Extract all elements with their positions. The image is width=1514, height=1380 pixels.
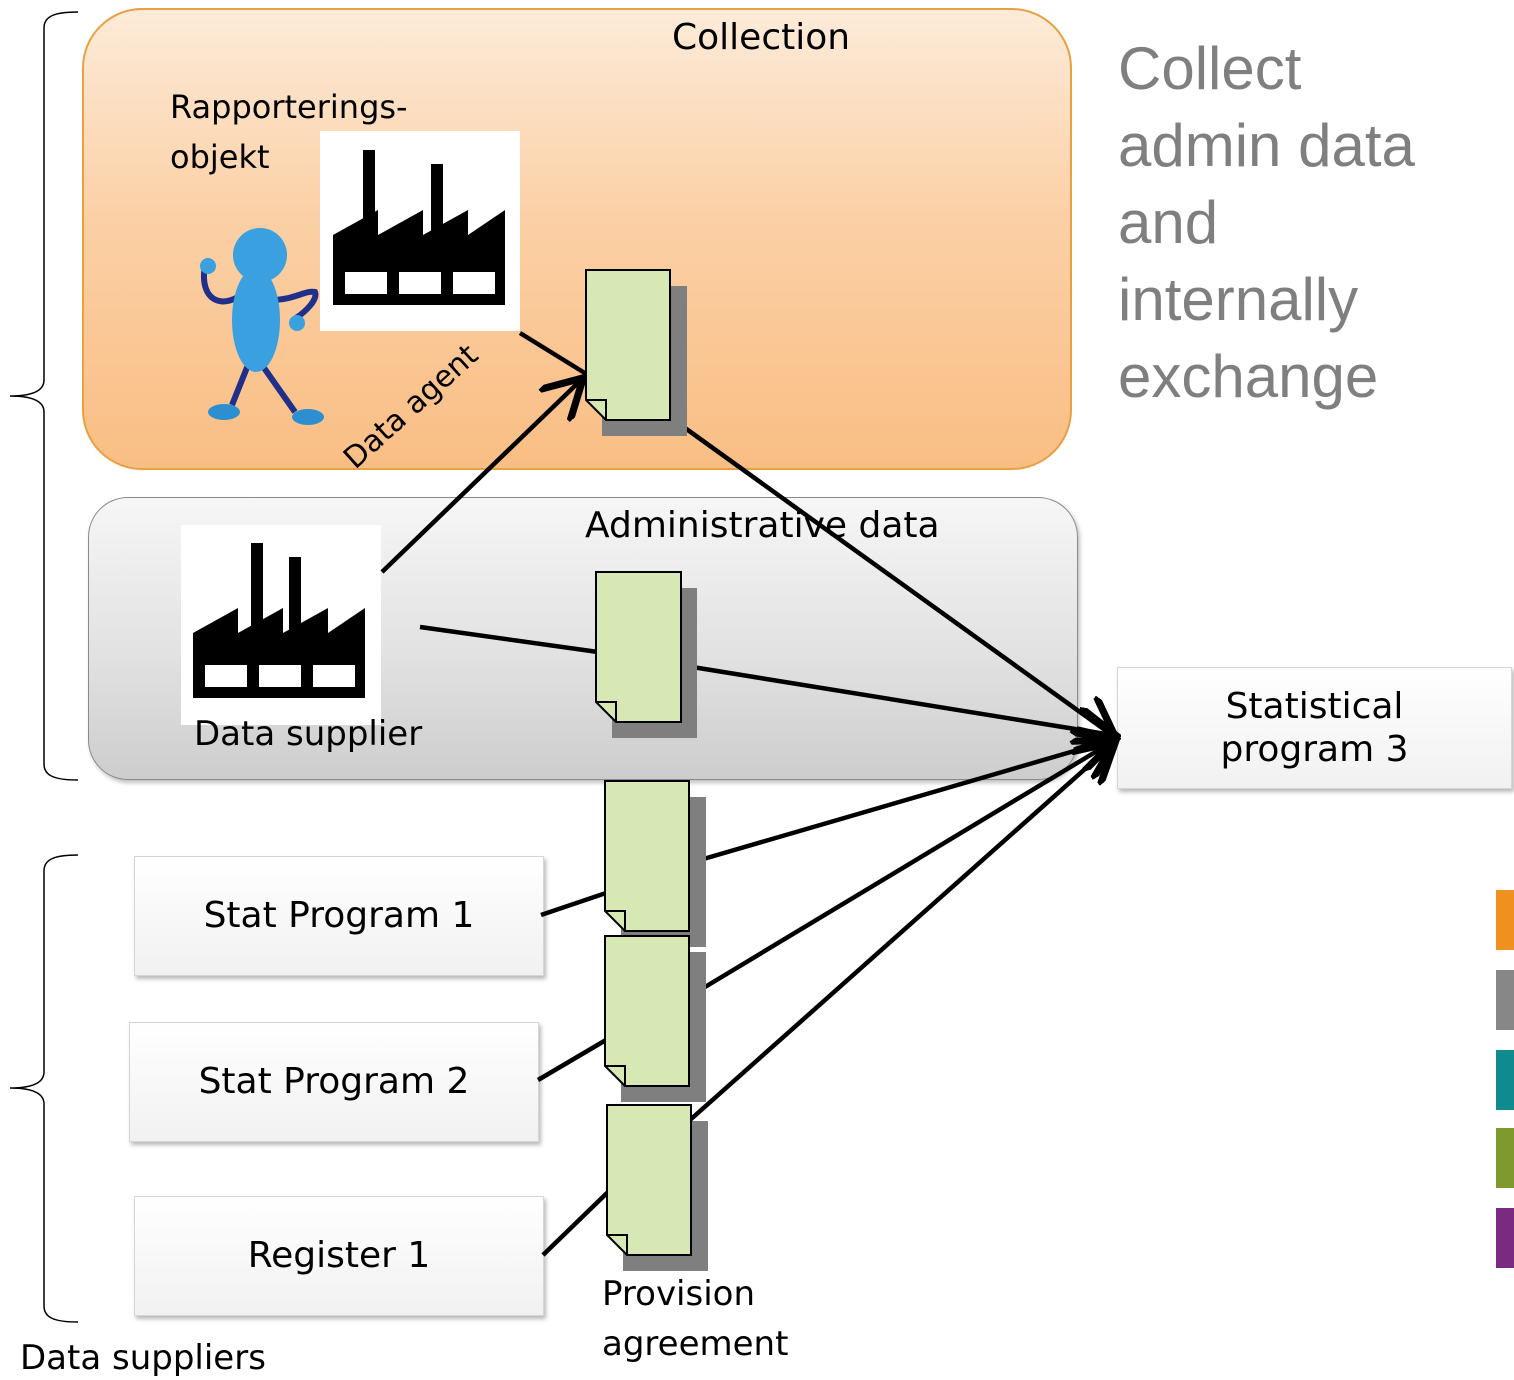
- statistical-program-3-box[interactable]: Statistical program 3: [1117, 667, 1512, 789]
- brace-icon-top: [9, 11, 79, 781]
- arrow-register-to-target: [688, 745, 1112, 1122]
- data-suppliers-label: Data suppliers: [20, 1338, 266, 1378]
- administrative-data-label: Administrative data: [585, 505, 940, 546]
- target-label-line1: Statistical: [1225, 685, 1404, 727]
- supplier-label: Stat Program 2: [198, 1061, 470, 1103]
- legend-color-bar-purple: [1496, 1208, 1514, 1268]
- document-icon: [604, 935, 706, 1102]
- document-icon: [606, 1104, 708, 1271]
- arrow-program1-to-target: [699, 740, 1112, 863]
- side-note-line: Collect: [1118, 35, 1302, 102]
- legend-color-bar-orange: [1496, 890, 1514, 950]
- arrow-admin-to-target: [679, 662, 1112, 735]
- arrow-program2-to-target: [698, 742, 1112, 992]
- arrow-data-agent: [380, 381, 580, 574]
- supplier-box-stat-program-2[interactable]: Stat Program 2: [129, 1022, 539, 1142]
- supplier-box-register-1[interactable]: Register 1: [134, 1196, 544, 1316]
- side-note-line: and: [1118, 189, 1219, 256]
- reporting-object-label-line2: objekt: [170, 138, 270, 176]
- supplier-label: Register 1: [247, 1235, 431, 1277]
- person-figure-icon: [200, 228, 324, 425]
- supplier-label: Stat Program 1: [203, 895, 475, 937]
- supplier-box-stat-program-1[interactable]: Stat Program 1: [134, 856, 544, 976]
- connector-line: [518, 331, 590, 377]
- connector-line: [536, 1038, 608, 1082]
- side-note-line: admin data: [1118, 112, 1415, 179]
- brace-icon-bottom: [9, 854, 79, 1323]
- reporting-object-label-line1: Rapporterings-: [170, 88, 408, 126]
- legend-color-bar-teal: [1496, 1050, 1514, 1110]
- collection-label: Collection: [672, 17, 851, 58]
- factory-icon: [193, 543, 365, 698]
- document-icon: [595, 571, 697, 738]
- legend-color-bar-gray: [1496, 970, 1514, 1030]
- provision-agreement-label-line2: agreement: [602, 1324, 789, 1364]
- connector-line: [419, 624, 599, 655]
- connector-line: [540, 890, 607, 918]
- target-label-line2: program 3: [1220, 729, 1409, 770]
- provision-agreement-label-line1: Provision: [602, 1274, 756, 1314]
- document-icon: [604, 780, 706, 947]
- document-icon: [585, 269, 687, 436]
- side-note-line: exchange: [1118, 343, 1379, 410]
- arrow-collection-to-target: [658, 408, 1112, 735]
- data-supplier-label: Data supplier: [194, 714, 423, 754]
- connector-line: [541, 1190, 610, 1257]
- factory-icon: [333, 150, 505, 305]
- side-note: Collect admin data and internally exchan…: [1118, 30, 1415, 415]
- side-note-line: internally: [1118, 266, 1359, 333]
- legend-color-bar-olive: [1496, 1128, 1514, 1188]
